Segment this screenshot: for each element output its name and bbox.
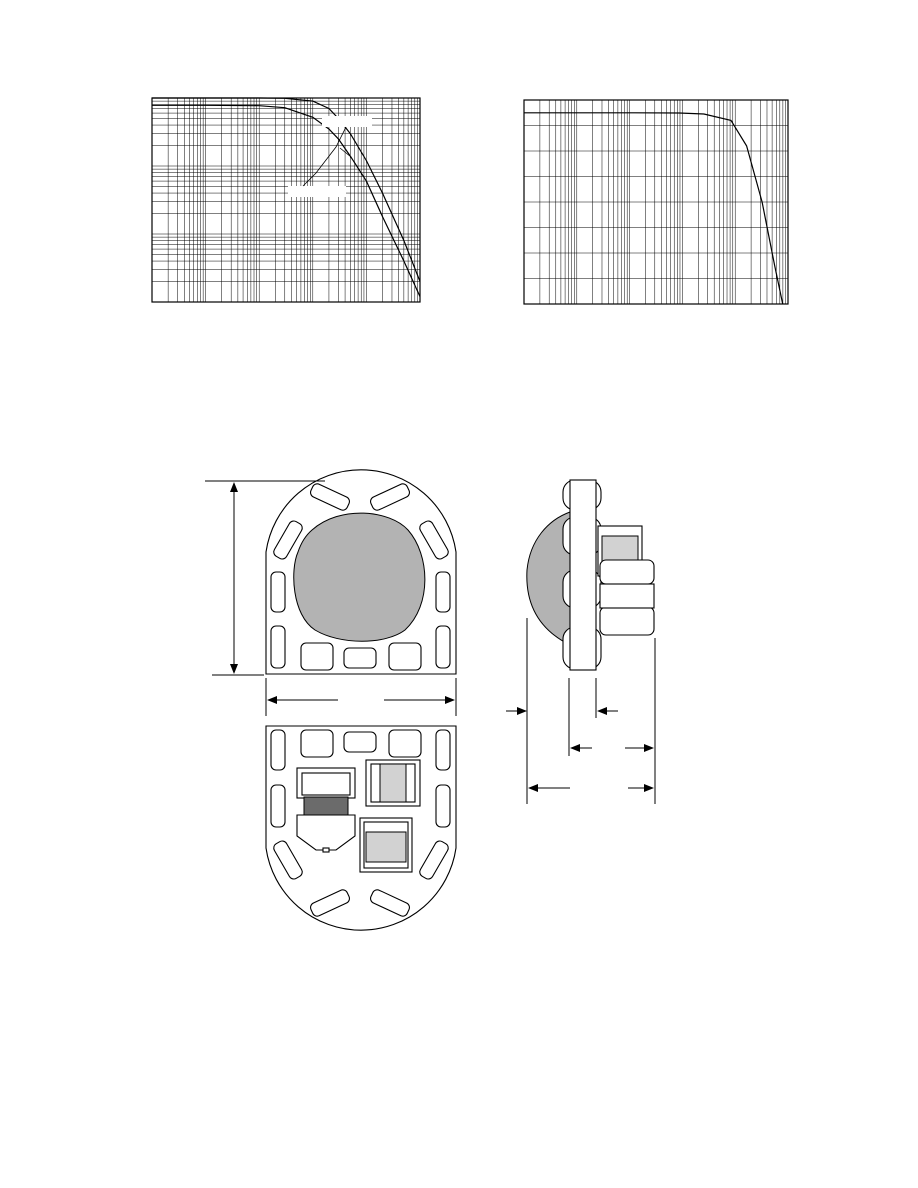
back-pad-arc-3 [370,889,410,917]
back-pad-top-1 [300,729,334,758]
side-dimensions [506,618,656,804]
back-pad-left-lower [270,784,286,828]
diode-upper-pad-inner [301,772,351,796]
arrow-a-left [517,707,527,715]
led-dome [293,512,426,642]
arrow-c-left [528,784,538,792]
capacitor-body [365,831,407,863]
pad-arc-3 [370,483,410,511]
side-component-lower [599,606,655,636]
chart-left-leader-line [302,126,347,187]
back-pad-arc-2 [310,889,350,917]
pad-arc-4 [419,520,449,560]
side-component-frame [599,583,655,609]
pad-bottom-1 [300,642,334,671]
pad-arc-1 [273,520,303,560]
back-pad-left-upper [270,729,286,771]
back-pad-right-upper [435,729,451,771]
chart-left-label-box-upper [322,116,372,127]
diode-body [303,796,349,816]
front-view-top [265,469,457,675]
side-view [526,479,655,671]
chart-right-grid [523,100,788,304]
pad-arc-2 [310,483,350,511]
back-pad-arc-4 [419,840,449,880]
arrow-down [230,664,238,674]
pad-bottom-2 [343,647,377,669]
side-board [569,479,597,671]
arrow-a-right [597,707,607,715]
arrow-up [230,482,238,492]
back-pad-top-3 [388,729,422,758]
back-view-bottom [265,725,457,931]
chart-left-series-line-2 [152,104,421,297]
pad-left-lower [270,625,286,669]
diode-lower-pad [296,814,356,851]
chart-right-series [524,112,784,305]
side-dome [526,511,571,646]
pad-left-upper [270,571,286,613]
chart-left-series-line-1 [152,97,421,282]
pad-right-upper [435,571,451,613]
arrow-right [445,696,455,704]
chart-right-series-line-1 [524,112,784,305]
chart-right [523,99,789,305]
chart-right-frame [523,99,789,305]
back-pad-top-2 [343,731,377,753]
back-pad-right-lower [435,784,451,828]
arrow-left [267,696,277,704]
resistor-body [379,763,407,803]
arrow-b-right [644,744,654,752]
side-component-mid [599,559,655,585]
chart-left-label-box-lower [288,186,346,197]
arrow-b-left [570,744,580,752]
chart-left [151,97,421,303]
back-pad-arc-1 [273,840,303,880]
front-dimensions [205,480,457,716]
pad-right-lower [435,625,451,669]
diode-tip [322,847,330,853]
chart-left-series [152,97,421,297]
arrow-c-right [644,784,654,792]
pad-bottom-3 [388,642,422,671]
chart-left-grid [151,98,420,303]
chart-left-frame [151,97,421,303]
chart-left-leader-branch [339,147,352,158]
